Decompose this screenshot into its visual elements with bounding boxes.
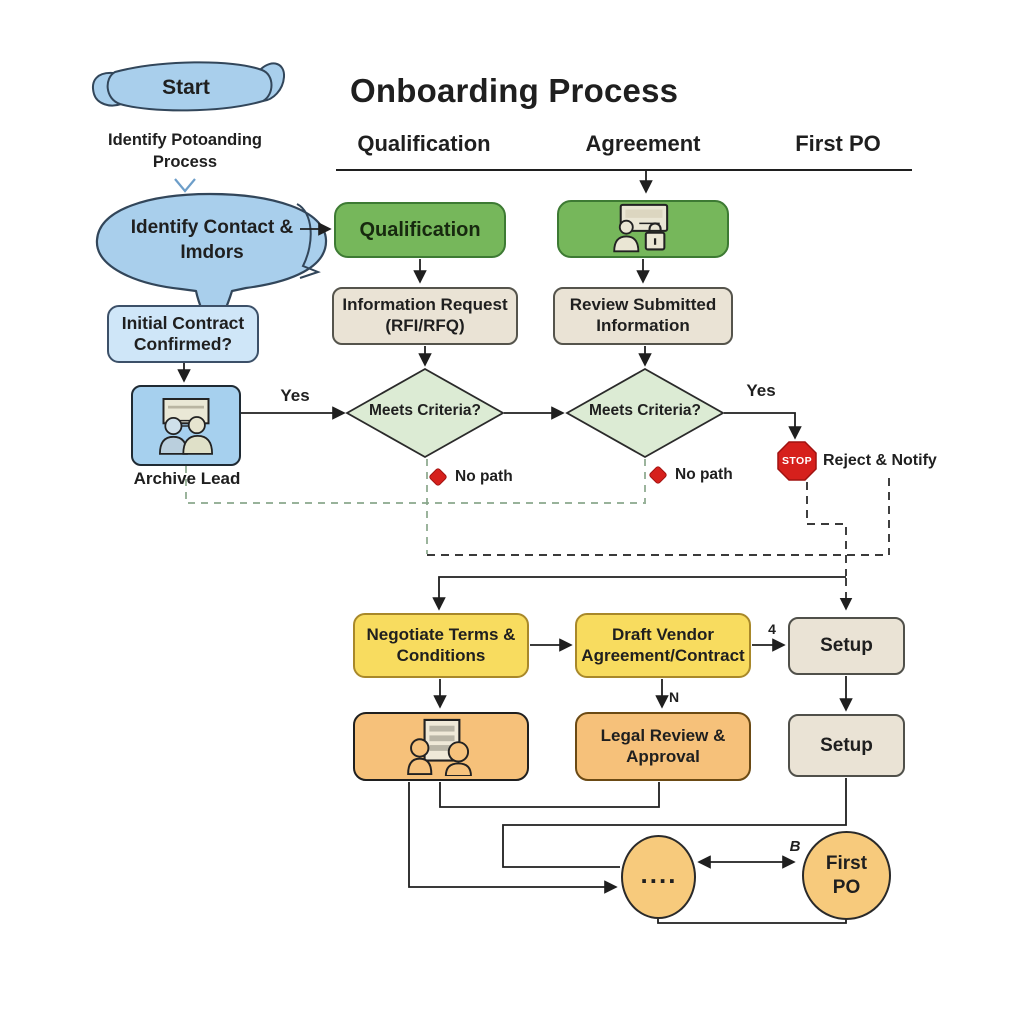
lane-header-qualification: Qualification [357, 131, 491, 156]
dashed-green-connectors [185, 459, 646, 554]
edge-label-yes-2: Yes [746, 381, 776, 400]
meets-criteria-1-label: Meets Criteria? [369, 402, 481, 419]
legal-review-node: Legal Review & Approval [575, 712, 751, 781]
edge-label-4: 4 [768, 621, 776, 637]
draft-vendor-node: Draft Vendor Agreement/Contract [575, 613, 751, 678]
connector-ellipse-node [621, 835, 696, 919]
meeting-whiteboard-people-icon [158, 397, 214, 455]
no-path-label-2: No path [675, 466, 733, 483]
document-two-people-icon [407, 718, 472, 776]
review-submitted-node: Review Submitted Information [553, 287, 733, 345]
chevron-down-icon [174, 178, 196, 193]
edge-label-n: N [668, 689, 680, 705]
solid-connectors [177, 171, 853, 924]
edge-label-yes-1: Yes [280, 386, 310, 405]
initial-contract-node: Initial Contract Confirmed? [107, 305, 259, 363]
start-caption: Identify Potoanding Process [108, 131, 262, 172]
monitor-person-padlock-icon [613, 203, 669, 253]
stop-icon [777, 441, 817, 481]
start-label: Start [162, 76, 210, 99]
edge-label-b: B [789, 838, 801, 855]
stop-label: STOP [782, 455, 812, 467]
dashed-dark-connectors [427, 478, 890, 611]
setup-node-2: Setup [788, 714, 905, 777]
page-title: Onboarding Process [350, 72, 679, 109]
connector-ellipse-dots: .... [640, 859, 678, 889]
lane-header-first-po: First PO [795, 131, 881, 156]
archive-lead-node [131, 385, 241, 466]
meets-criteria-2-label: Meets Criteria? [589, 402, 701, 419]
no-path-icon-2 [649, 466, 667, 484]
decision-diamond-1 [345, 367, 505, 459]
qualification-node: Qualification [334, 202, 506, 258]
negotiate-terms-node: Negotiate Terms & Conditions [353, 613, 529, 678]
secure-review-node [557, 200, 729, 258]
archive-lead-label: Archive Lead [133, 469, 241, 488]
lane-header-agreement: Agreement [585, 131, 701, 156]
decision-diamond-2 [565, 367, 725, 459]
reject-notify-label: Reject & Notify [823, 452, 937, 469]
first-po-node: First PO [802, 831, 891, 920]
information-request-node: Information Request (RFI/RFQ) [332, 287, 518, 345]
setup-node-1: Setup [788, 617, 905, 675]
no-path-label-1: No path [455, 468, 513, 485]
no-path-icon-1 [429, 468, 447, 486]
identify-contact-label: Identify Contact & Imdors [130, 217, 294, 263]
contract-discussion-node [353, 712, 529, 781]
start-ribbon [92, 61, 286, 112]
